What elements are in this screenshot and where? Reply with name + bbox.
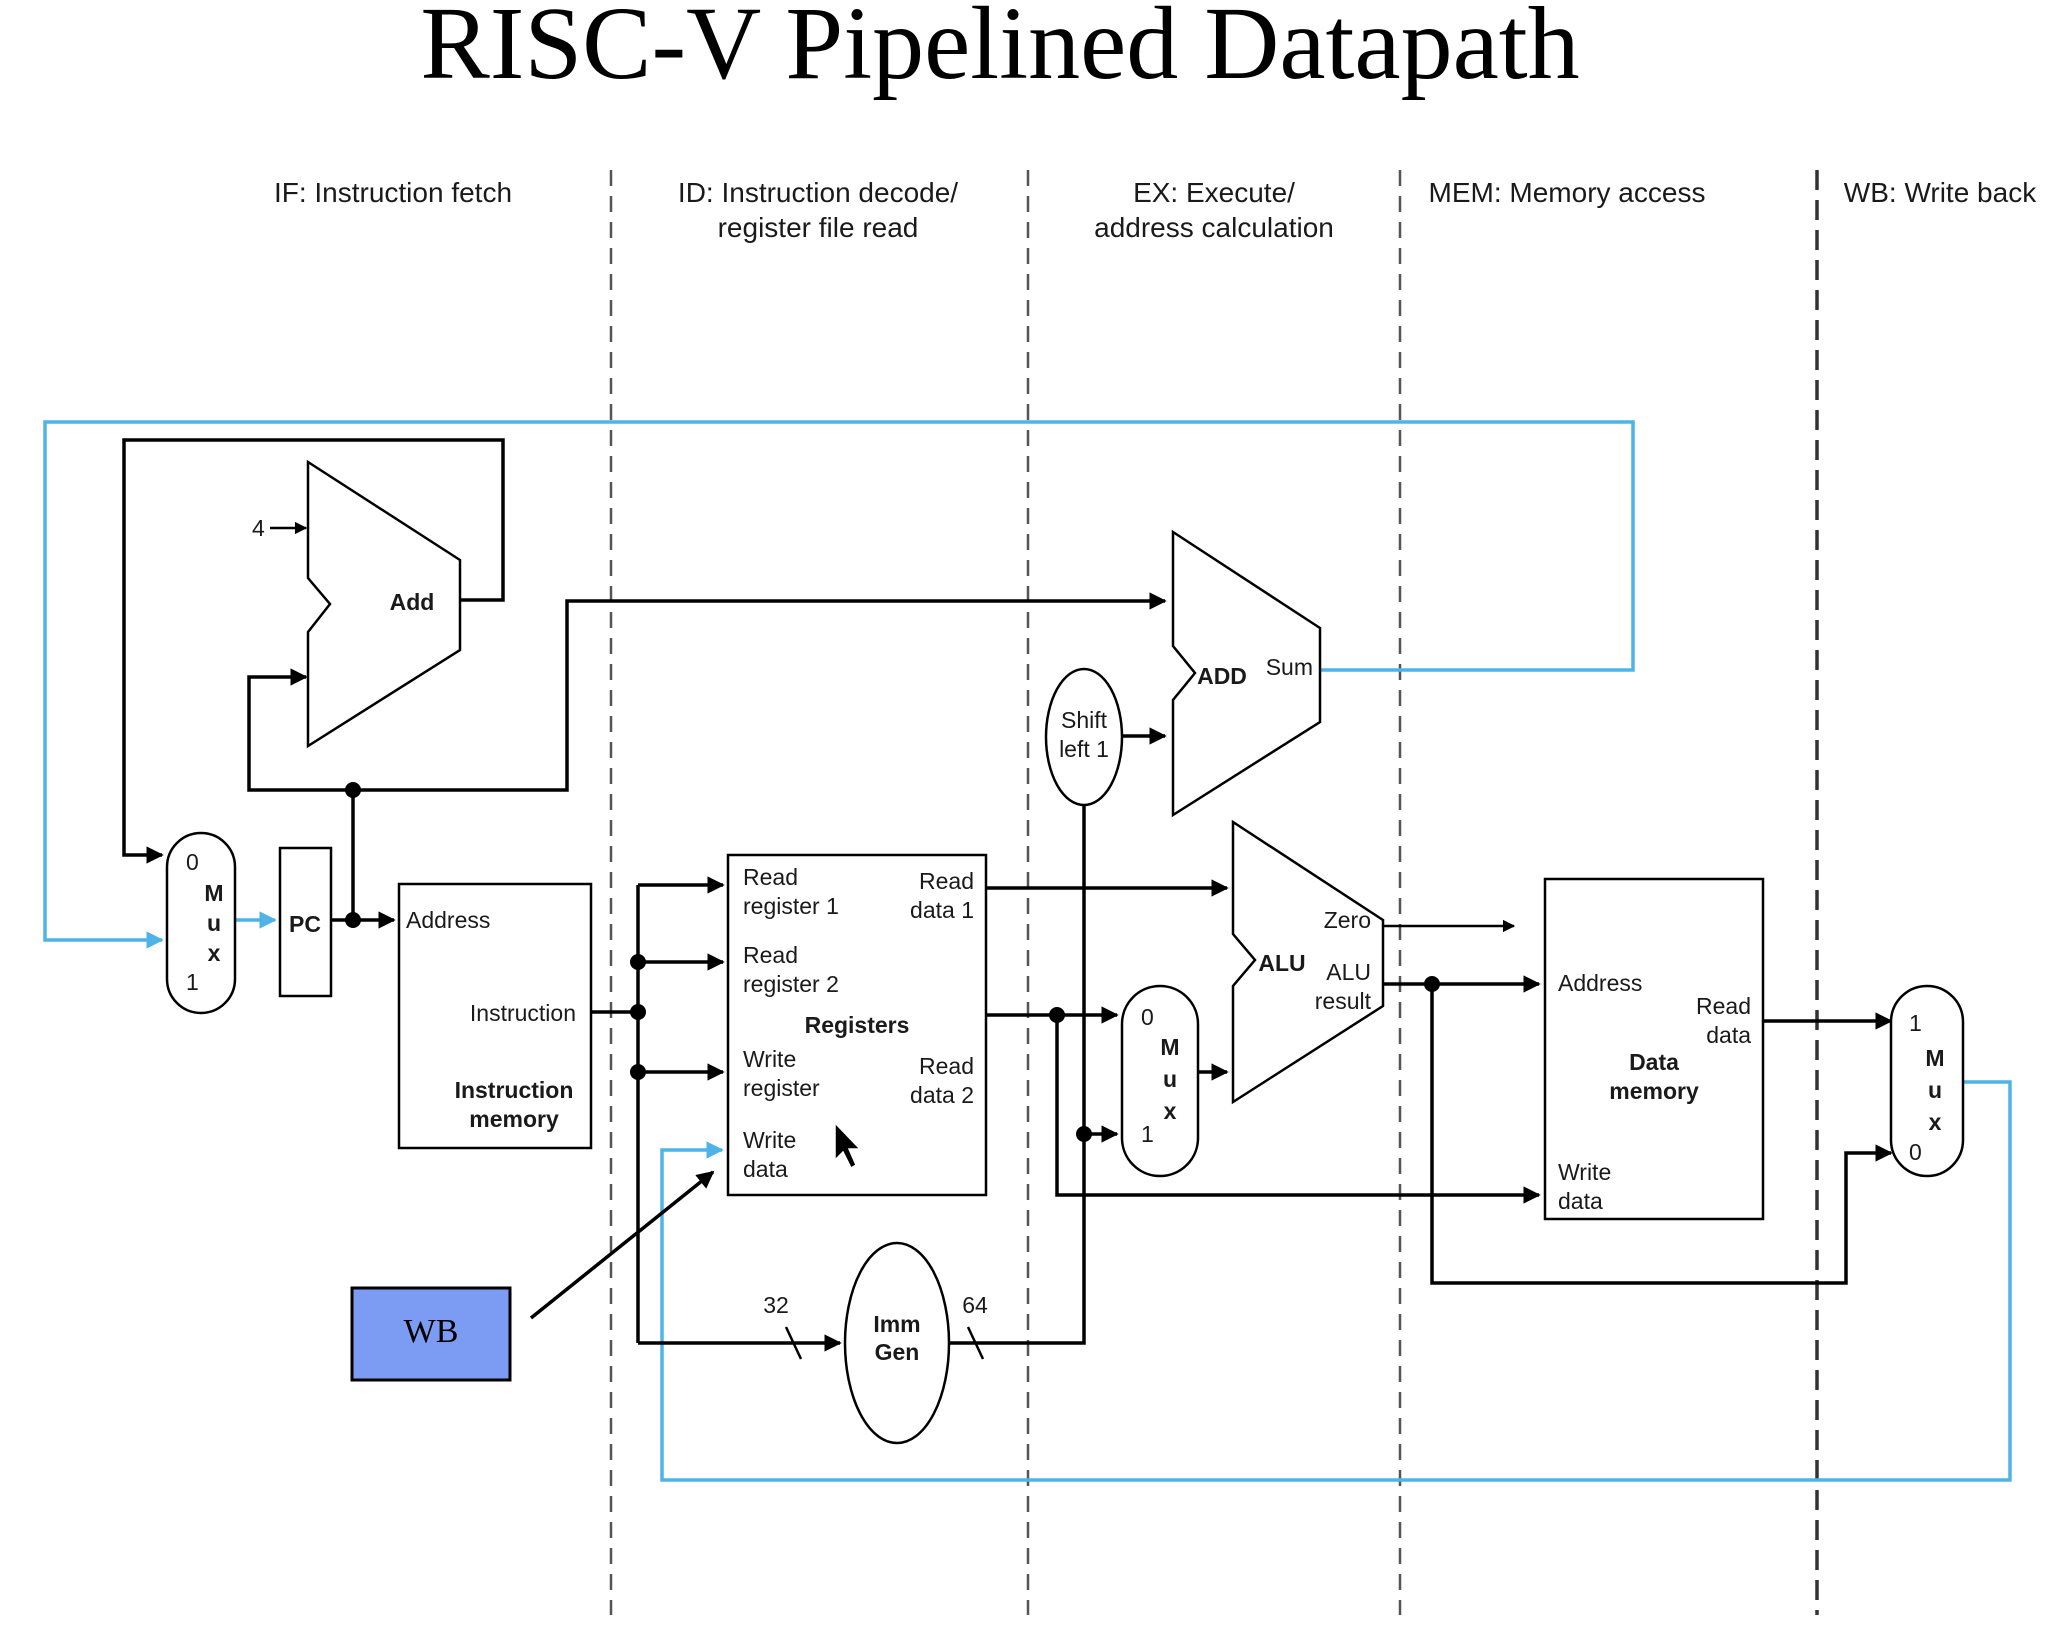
- reg-wd-b: data: [743, 1156, 788, 1182]
- instr-junction-2: [630, 954, 646, 970]
- shift-label-1: Shift: [1061, 707, 1108, 733]
- reg-wd-a: Write: [743, 1127, 796, 1153]
- reg-rd2-b: data 2: [910, 1082, 974, 1108]
- imm-junction: [1076, 1126, 1092, 1142]
- pc-label: PC: [289, 911, 321, 937]
- wb-mux-m: M: [1925, 1045, 1944, 1071]
- imm-in-width: 32: [763, 1292, 789, 1318]
- imem-name-1: Instruction: [455, 1077, 574, 1103]
- reg-rd2-a: Read: [919, 1053, 974, 1079]
- pc-mux-input-0: 0: [186, 849, 199, 875]
- stage-label-id-2: register file read: [718, 212, 919, 243]
- wb-annotation-box: [350, 1286, 512, 1382]
- imm-gen-label-1: Imm: [873, 1311, 920, 1337]
- reg-rr2-a: Read: [743, 942, 798, 968]
- instr-junction-3: [630, 1064, 646, 1080]
- page-title: RISC-V Pipelined Datapath: [420, 0, 1579, 101]
- dmem-read-label-2: data: [1706, 1022, 1751, 1048]
- imem-address-label: Address: [406, 907, 490, 933]
- alu-result-label-2: result: [1315, 988, 1372, 1014]
- dmem-write-label-1: Write: [1558, 1159, 1611, 1185]
- branch-adder: [1171, 529, 1322, 818]
- shift-label-2: left 1: [1059, 736, 1109, 762]
- alu-mux-input-1: 1: [1141, 1121, 1154, 1147]
- branch-target-path: [43, 420, 1635, 949]
- pc-to-adder-wire: [247, 668, 353, 792]
- alu-result-junction: [1424, 976, 1440, 992]
- data-memory: [1543, 877, 1765, 1221]
- wb-annotation-label: WB: [404, 1313, 459, 1350]
- wb-mux-x: x: [1929, 1109, 1942, 1135]
- immgen-out-wire: [949, 806, 1086, 1345]
- instr-junction-1: [630, 1004, 646, 1020]
- pc-register: [278, 846, 333, 998]
- dmem-name-2: memory: [1609, 1078, 1699, 1104]
- alu-mux-x: x: [1164, 1098, 1177, 1124]
- stage-label-if: IF: Instruction fetch: [274, 177, 512, 208]
- wb-annotation-arrow: [529, 1170, 715, 1320]
- stage-label-ex: EX: Execute/: [1133, 177, 1295, 208]
- branch-adder-label: ADD: [1197, 663, 1247, 689]
- pc-adder: [306, 459, 462, 749]
- wb-mux: [1889, 984, 1965, 1178]
- pc-mux-u: u: [207, 910, 221, 936]
- branch-adder-sum: Sum: [1266, 654, 1313, 680]
- imm-in-slash: [784, 1326, 803, 1360]
- reg-rd1-b: data 1: [910, 897, 974, 923]
- writeback-path: [660, 1080, 2012, 1482]
- dmem-read-label-1: Read: [1696, 993, 1751, 1019]
- imm-gen-label-2: Gen: [875, 1339, 920, 1365]
- alu-zero-label: Zero: [1324, 907, 1371, 933]
- const-4-label: 4: [252, 515, 265, 541]
- dmem-write-label-2: data: [1558, 1188, 1603, 1214]
- imem-name-2: memory: [469, 1106, 559, 1132]
- imm-out-width: 64: [962, 1292, 988, 1318]
- reg-rd1-a: Read: [919, 868, 974, 894]
- reg-wr-b: register: [743, 1075, 820, 1101]
- pc-to-branch-adder-wire: [353, 592, 1167, 792]
- pc-plus-4-path: [122, 438, 505, 864]
- alu-mux-m: M: [1160, 1034, 1179, 1060]
- stage-label-wb: WB: Write back: [1844, 177, 2037, 208]
- stage-label-ex-2: address calculation: [1094, 212, 1334, 243]
- pc-junction-1: [345, 912, 361, 928]
- reg-rr2-b: register 2: [743, 971, 839, 997]
- dmem-address-label: Address: [1558, 970, 1642, 996]
- alu-mux-u: u: [1163, 1066, 1177, 1092]
- register-file: [726, 853, 988, 1197]
- pc-mux: [165, 831, 237, 1015]
- alu-mux-input-0: 0: [1141, 1004, 1154, 1030]
- pc-junction-2: [345, 782, 361, 798]
- stage-label-id: ID: Instruction decode/: [678, 177, 958, 208]
- alu: [1231, 819, 1385, 1105]
- rd2-to-dmem-wire: [1055, 1015, 1541, 1204]
- alu-result-label-1: ALU: [1326, 959, 1371, 985]
- pc-mux-m: M: [204, 880, 223, 906]
- mouse-cursor-icon: [834, 1121, 862, 1170]
- pc-mux-input-1: 1: [186, 969, 199, 995]
- rd2-junction: [1049, 1007, 1065, 1023]
- pc-adder-label: Add: [390, 589, 435, 615]
- alu-mux: [1120, 984, 1200, 1178]
- reg-wr-a: Write: [743, 1046, 796, 1072]
- reg-rr1-a: Read: [743, 864, 798, 890]
- alu-label: ALU: [1258, 950, 1305, 976]
- wb-mux-input-1: 1: [1909, 1010, 1922, 1036]
- wb-mux-u: u: [1928, 1077, 1942, 1103]
- imem-instruction-label: Instruction: [470, 1000, 576, 1026]
- wb-mux-input-0: 0: [1909, 1139, 1922, 1165]
- reg-rr1-b: register 1: [743, 893, 839, 919]
- alu-bypass-wire: [1430, 984, 1893, 1285]
- registers-name: Registers: [805, 1012, 910, 1038]
- dmem-name-1: Data: [1629, 1049, 1679, 1075]
- instruction-memory: [397, 882, 593, 1150]
- pc-mux-x: x: [208, 940, 221, 966]
- stage-label-mem: MEM: Memory access: [1429, 177, 1706, 208]
